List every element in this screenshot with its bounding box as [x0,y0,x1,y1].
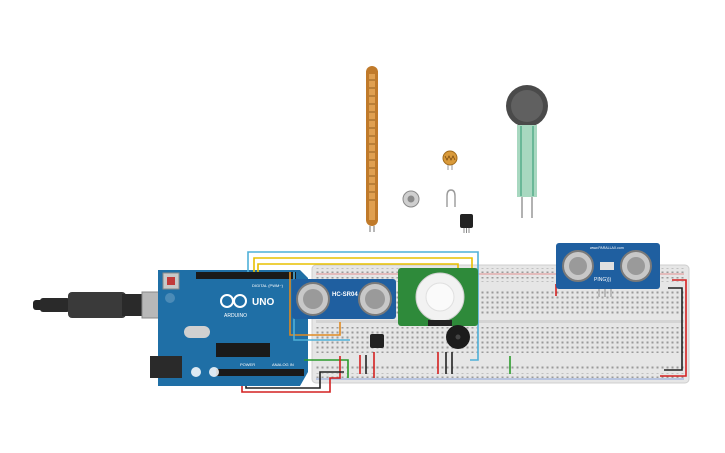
ping-brand-label: www.PARALLAX.com [590,246,624,250]
tilt-sensor[interactable] [402,189,456,208]
usb-cable[interactable] [33,291,169,319]
hc-sr04-label: HC-SR04 [332,292,358,298]
arduino-digital-label: DIGITAL (PWM~) [252,283,284,288]
ping-label: PING))) [594,277,612,283]
arduino-brand-label: ARDUINO [224,313,247,319]
photoresistor[interactable] [442,150,458,170]
piezo-buzzer[interactable] [446,325,470,349]
transistor[interactable] [370,334,384,348]
force-sensitive-resistor[interactable] [506,85,548,218]
flex-sensor[interactable] [366,66,378,232]
arduino-infinity-logo-icon [220,294,247,308]
pir-motion-sensor[interactable] [398,268,478,326]
ultrasonic-sensor-ping[interactable]: PING))) www.PARALLAX.com [556,243,660,297]
arduino-uno[interactable]: ARDUINO UNO DIGITAL (PWM~) POWER ANALOG … [150,270,308,386]
temperature-sensor[interactable] [460,214,473,233]
ultrasonic-sensor-hc-sr04[interactable]: HC-SR04 [292,279,396,319]
arduino-analog-label: ANALOG IN [272,362,294,367]
arduino-power-label: POWER [240,362,255,367]
arduino-model-label: UNO [252,297,274,308]
